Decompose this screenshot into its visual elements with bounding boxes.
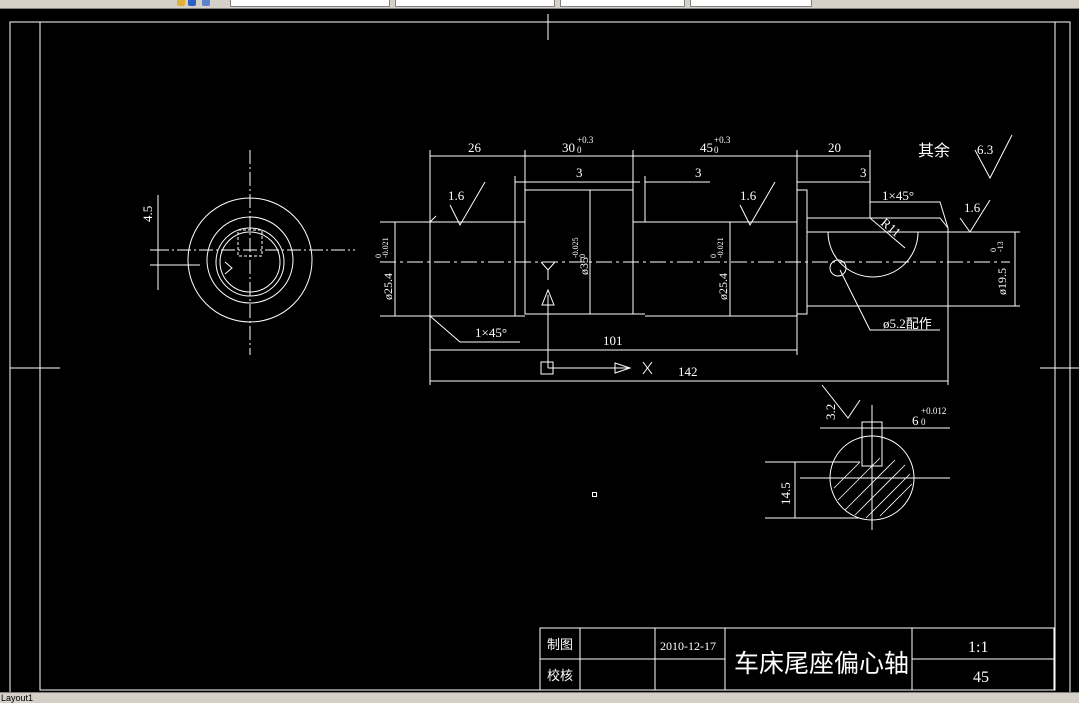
dia-right-seat-tol-lower: -0.021 (716, 237, 725, 258)
section-keyway-tol-lower: 0 (921, 417, 926, 427)
layer-dropdown[interactable] (230, 0, 390, 7)
tab-layout1[interactable]: Layout1 (1, 693, 34, 703)
title-block (539, 627, 1055, 691)
title-label-checked: 校核 (547, 668, 573, 684)
dim-30-tol-upper: +0.3 (577, 135, 594, 145)
drawing-canvas[interactable]: 26 30 +0.3 0 45 +0.3 0 20 3 3 3 1×45° 1×… (0, 9, 1079, 692)
roughness-rest-value: 6.3 (977, 142, 993, 157)
cursor-pickbox (592, 492, 597, 497)
radius-cut: R11 (878, 215, 904, 240)
plotstyle-dropdown[interactable] (690, 0, 812, 7)
dia-mid: ø35 (577, 257, 591, 275)
dia-left: ø25.4 (381, 273, 395, 300)
lineweight-dropdown[interactable] (560, 0, 685, 7)
dia-mid-tol-lower: 0 (578, 254, 587, 258)
dim-groove-3b: 3 (695, 165, 702, 180)
dia-mid-tol-upper: -0.025 (571, 237, 580, 258)
shaft-view (380, 134, 1020, 385)
dim-45-tol-lower: 0 (714, 145, 719, 155)
section-view (765, 384, 950, 530)
title-label-drawn: 制图 (547, 638, 573, 653)
top-toolbar (0, 0, 1079, 9)
sheet-border (9, 21, 1071, 692)
dia-end: ø19.5 (995, 268, 1009, 295)
dim-groove-3c: 3 (860, 165, 867, 180)
dim-142: 142 (678, 364, 698, 379)
dia-end-tol-lower: -13 (996, 241, 1005, 252)
title-material: 45 (973, 669, 989, 686)
layout-tab-bar: Layout1 (0, 692, 1079, 703)
linetype-dropdown[interactable] (395, 0, 555, 7)
end-view (150, 150, 355, 355)
dim-20: 20 (828, 140, 841, 155)
tool-icon[interactable] (202, 0, 210, 6)
roughness-1: 1.6 (448, 188, 465, 203)
dim-30-tol-lower: 0 (577, 145, 582, 155)
chamfer-right: 1×45° (882, 188, 914, 203)
dim-30: 30 (562, 140, 575, 155)
dim-groove-3a: 3 (576, 165, 583, 180)
section-keyway-tol-upper: +0.012 (921, 406, 946, 416)
dia-right-seat-tol-upper: 0 (709, 254, 718, 258)
title-scale: 1:1 (968, 639, 988, 656)
section-depth: 14.5 (778, 482, 793, 505)
pin-hole-note: ø5.2配作 (883, 316, 932, 331)
dia-left-tol-lower: -0.021 (381, 237, 390, 258)
tool-icon[interactable] (188, 0, 196, 6)
section-keyway: 6 (912, 413, 919, 428)
dim-101: 101 (603, 333, 623, 348)
dim-45: 45 (700, 140, 713, 155)
tool-icon[interactable] (177, 0, 185, 6)
dim-45-tol-upper: +0.3 (714, 135, 731, 145)
dia-end-tol-upper: 0 (989, 248, 998, 252)
roughness-rest-label: 其余 (918, 141, 950, 160)
chamfer-left: 1×45° (475, 325, 507, 340)
dim-26: 26 (468, 140, 482, 155)
title-part-name: 车床尾座偏心轴 (734, 649, 909, 678)
title-date: 2010-12-17 (660, 639, 716, 653)
dia-right-seat: ø25.4 (716, 273, 730, 300)
front-key-height: 4.5 (140, 206, 155, 222)
section-roughness: 3.2 (823, 404, 838, 420)
roughness-3: 1.6 (964, 200, 981, 215)
dia-left-tol-upper: 0 (374, 254, 383, 258)
roughness-2: 1.6 (740, 188, 757, 203)
